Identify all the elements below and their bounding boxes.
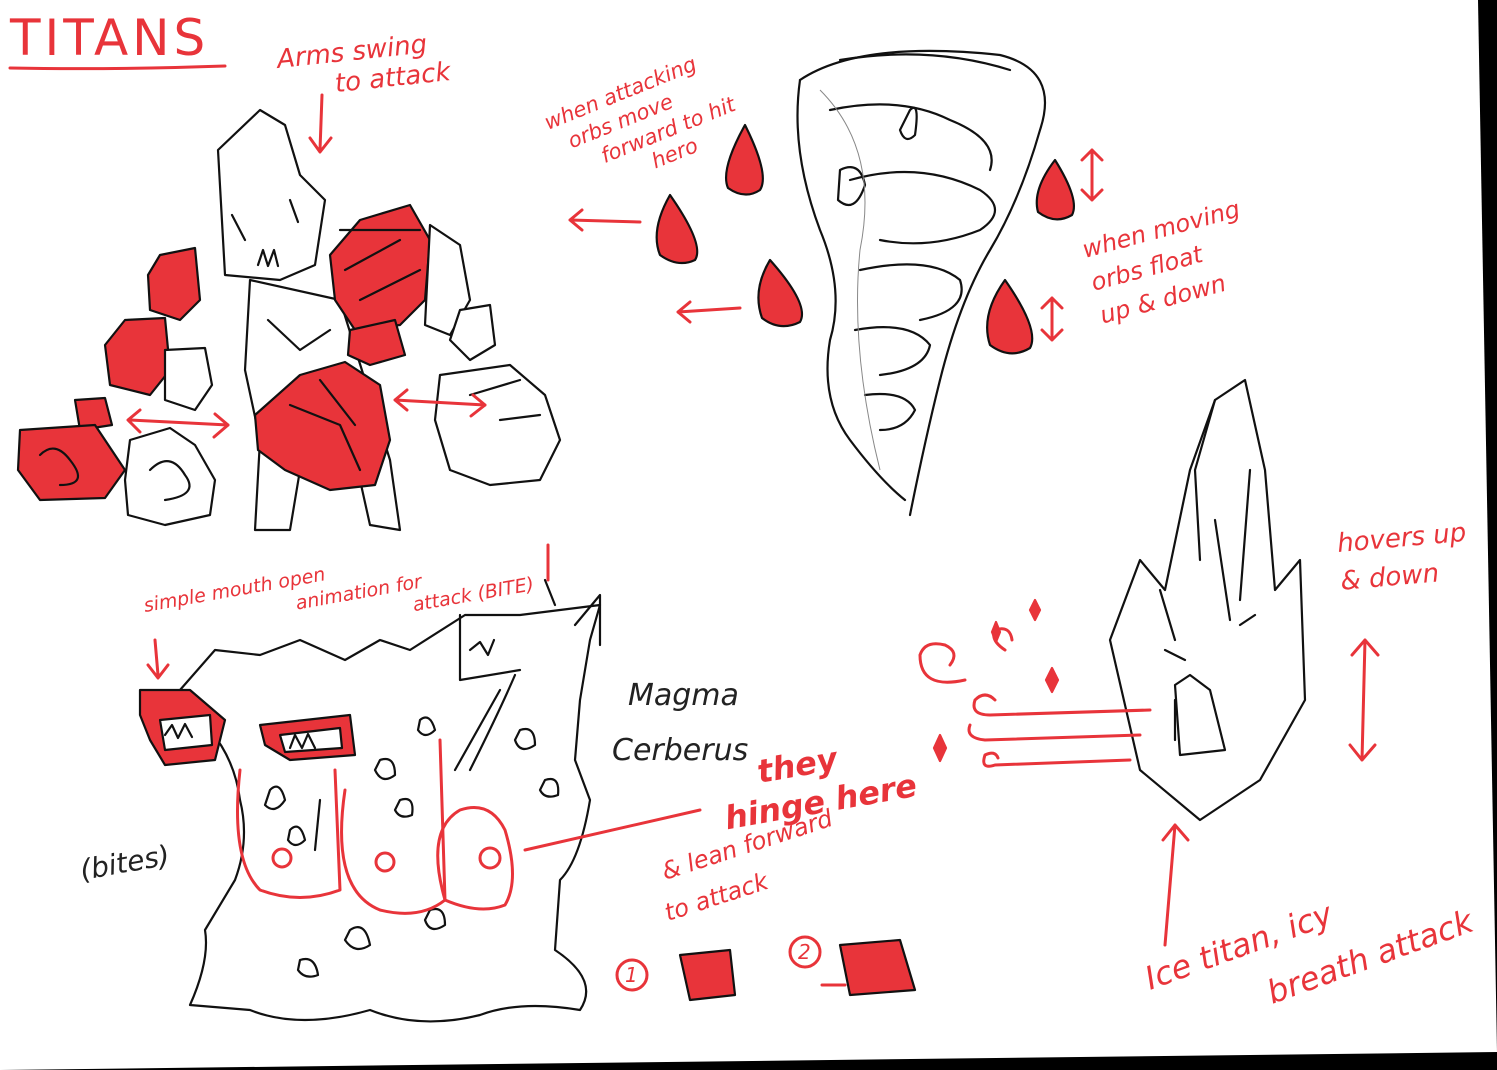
step-2-label: 2 [798, 940, 811, 964]
rock-titan-sketch [16, 93, 562, 532]
wind-titan-sketch [568, 49, 1104, 517]
page-title: TITANS [9, 9, 209, 67]
title-underline [8, 64, 227, 71]
orb [757, 258, 804, 328]
orb [1035, 158, 1076, 221]
magma-cerberus-sketch [138, 543, 917, 1023]
orb [986, 278, 1034, 355]
orb [724, 123, 764, 196]
step-1-label: 1 [625, 963, 638, 987]
orb [655, 193, 699, 265]
ice-titan-sketch [918, 378, 1380, 947]
note-arms-swing: Arms swingto attack [274, 27, 453, 105]
